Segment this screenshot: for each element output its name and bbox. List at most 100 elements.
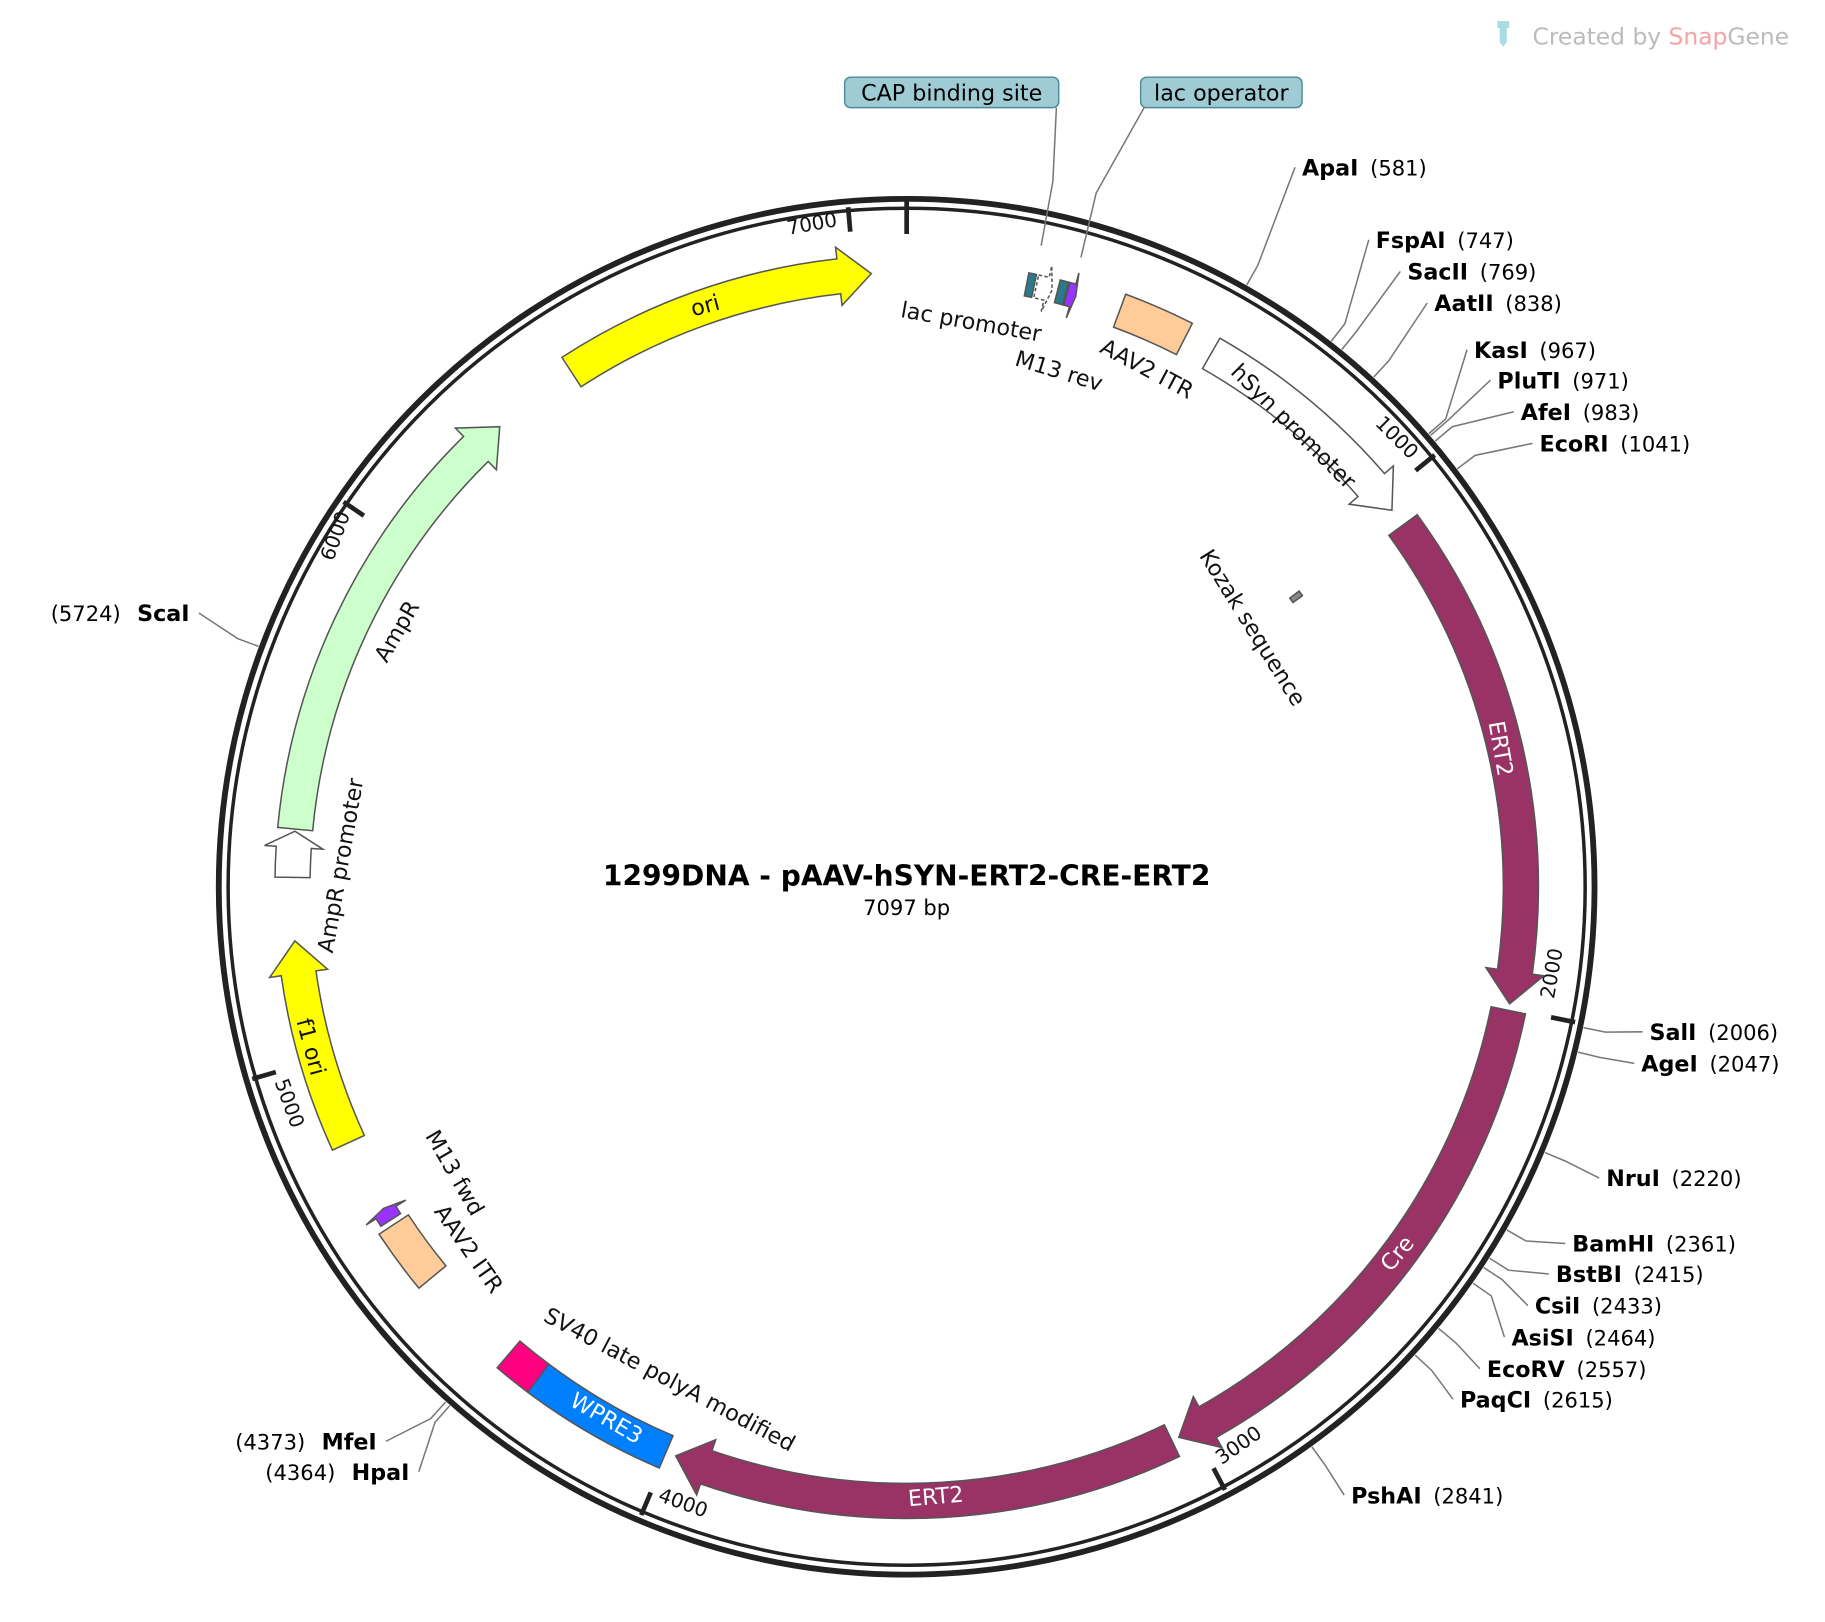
restriction-site-sacii[interactable]: SacII(769) <box>1407 260 1536 286</box>
site-name: CsiI <box>1535 1294 1580 1320</box>
feature-lac-operator[interactable] <box>1053 279 1070 306</box>
restriction-site-apai[interactable]: ApaI (581) <box>1302 155 1427 181</box>
feature-aav2-itr[interactable] <box>377 1213 448 1290</box>
restriction-site-kasi[interactable]: KasI(967) <box>1474 338 1596 364</box>
site-name: MfeI <box>322 1429 377 1455</box>
site-name: KasI <box>1474 338 1528 364</box>
feature-cre[interactable] <box>1177 1005 1527 1449</box>
feature-hsyn-promoter[interactable] <box>1201 337 1395 512</box>
restriction-site-ecori[interactable]: EcoRI (1041) <box>1540 432 1691 458</box>
site-name: AatII <box>1434 291 1493 317</box>
feature-m13-rev[interactable] <box>1062 272 1080 319</box>
callout-box-cap-binding-site[interactable] <box>843 76 1060 109</box>
tick-mark <box>1550 1014 1576 1025</box>
site-position: (4373) <box>235 1429 305 1454</box>
callout-label: CAP binding site <box>861 81 1042 107</box>
svg-text:PaqCI(2615): PaqCI(2615) <box>1460 1387 1613 1413</box>
site-position: (2220) <box>1672 1166 1742 1191</box>
feature-wpre3[interactable] <box>526 1363 675 1470</box>
restriction-site-ecorv[interactable]: EcoRV(2557) <box>1487 1357 1647 1383</box>
site-position: (2615) <box>1543 1387 1613 1412</box>
feature-sv40-late-polya-modified[interactable] <box>496 1340 550 1394</box>
site-name: PshAI <box>1351 1483 1421 1509</box>
feature-label-kozak-sequence: Kozak sequence <box>1194 545 1311 711</box>
site-name: SalI <box>1650 1020 1697 1046</box>
feature-cap-binding-site[interactable] <box>1023 272 1038 299</box>
restriction-site-pshai[interactable]: PshAI(2841) <box>1351 1483 1503 1509</box>
site-name: EcoRI <box>1540 432 1609 458</box>
restriction-site-hpai[interactable]: (4364)HpaI <box>265 1460 409 1486</box>
restriction-site-paqci[interactable]: PaqCI(2615) <box>1460 1387 1613 1413</box>
site-leader <box>1483 1266 1529 1307</box>
site-leader <box>1428 349 1468 435</box>
svg-text:PluTI(971): PluTI(971) <box>1497 368 1628 394</box>
watermark-brand-gene: Gene <box>1727 22 1789 50</box>
site-position: (2006) <box>1708 1020 1778 1045</box>
restriction-site-aatii[interactable]: AatII (838) <box>1434 291 1562 317</box>
restriction-site-agei[interactable]: AgeI(2047) <box>1641 1052 1779 1078</box>
feature-ori[interactable] <box>560 245 873 388</box>
site-position: (1041) <box>1620 432 1690 457</box>
svg-text:PshAI(2841): PshAI(2841) <box>1351 1483 1503 1509</box>
site-position: (971) <box>1572 368 1629 393</box>
site-name: HpaI <box>352 1460 410 1486</box>
callout-leader <box>1040 107 1058 246</box>
site-leader <box>1489 1257 1549 1275</box>
site-name: SacII <box>1407 260 1468 286</box>
restriction-site-asisi[interactable]: AsiSI (2464) <box>1511 1325 1655 1351</box>
watermark-brand-snap: Snap <box>1669 22 1728 50</box>
site-name: ScaI <box>137 601 189 627</box>
site-name: ApaI <box>1302 155 1358 181</box>
site-position: (747) <box>1457 228 1514 253</box>
site-position: (838) <box>1505 291 1562 316</box>
restriction-site-fspai[interactable]: FspAI(747) <box>1376 228 1514 254</box>
feature-aav2-itr[interactable] <box>1112 293 1194 356</box>
site-name: BamHI <box>1572 1232 1654 1258</box>
tick-mark <box>845 207 853 232</box>
tick-mark <box>251 1069 277 1082</box>
snapgene-watermark: Created by SnapGene <box>1497 21 1789 50</box>
svg-text:(4373)MfeI: (4373) MfeI <box>235 1429 377 1455</box>
restriction-site-pluti[interactable]: PluTI(971) <box>1497 368 1628 394</box>
svg-text:BamHI(2361): BamHI (2361) <box>1572 1232 1736 1258</box>
site-position: (2433) <box>1592 1294 1662 1319</box>
plasmid-title: 1299DNA - pAAV-hSYN-ERT2-CRE-ERT2 <box>603 860 1210 893</box>
restriction-site-afei[interactable]: AfeI(983) <box>1521 400 1640 426</box>
site-leader <box>1577 1051 1635 1065</box>
site-name: AsiSI <box>1511 1325 1573 1351</box>
restriction-site-nrui[interactable]: NruI (2220) <box>1606 1166 1741 1192</box>
site-leader <box>1311 1446 1345 1496</box>
feature-ampr-promoter[interactable] <box>264 830 326 879</box>
site-name: NruI <box>1606 1166 1660 1192</box>
site-position: (5724) <box>51 601 121 626</box>
site-leader <box>1438 1327 1481 1370</box>
restriction-site-scai[interactable]: (5724) ScaI <box>51 601 190 627</box>
site-position: (983) <box>1583 400 1640 425</box>
feature-ert2[interactable] <box>1387 513 1546 1006</box>
svg-text:NruI(2220): NruI (2220) <box>1606 1166 1741 1192</box>
site-position: (581) <box>1370 155 1427 180</box>
feature-label-lac-promoter: lac promoter <box>899 297 1044 347</box>
restriction-site-bstbi[interactable]: BstBI(2415) <box>1556 1262 1704 1288</box>
callout-box-lac-operator[interactable] <box>1139 76 1303 109</box>
feature-lac-promoter[interactable] <box>1032 265 1053 312</box>
site-position: (2464) <box>1585 1325 1655 1350</box>
restriction-site-csii[interactable]: CsiI (2433) <box>1535 1294 1662 1320</box>
feature-f1-ori[interactable] <box>268 939 366 1152</box>
feature-kozak-sequence[interactable] <box>1288 590 1304 604</box>
restriction-site-mfei[interactable]: (4373) MfeI <box>235 1429 377 1455</box>
feature-ert2[interactable] <box>674 1423 1181 1520</box>
feature-m13-fwd[interactable] <box>365 1199 407 1228</box>
feature-ampr[interactable] <box>276 425 501 832</box>
site-leader <box>1583 1026 1643 1033</box>
svg-text:SacII(769): SacII(769) <box>1407 260 1536 286</box>
tick-label: 4000 <box>655 1484 710 1523</box>
site-position: (2361) <box>1666 1232 1736 1257</box>
site-name: EcoRV <box>1487 1357 1566 1383</box>
site-leader <box>418 1405 451 1472</box>
restriction-site-bamhi[interactable]: BamHI (2361) <box>1572 1232 1736 1258</box>
tick-label: 6000 <box>316 508 355 563</box>
restriction-site-sali[interactable]: SalI (2006) <box>1650 1020 1779 1046</box>
tick-label: 5000 <box>270 1076 309 1131</box>
site-leader <box>1246 167 1296 286</box>
